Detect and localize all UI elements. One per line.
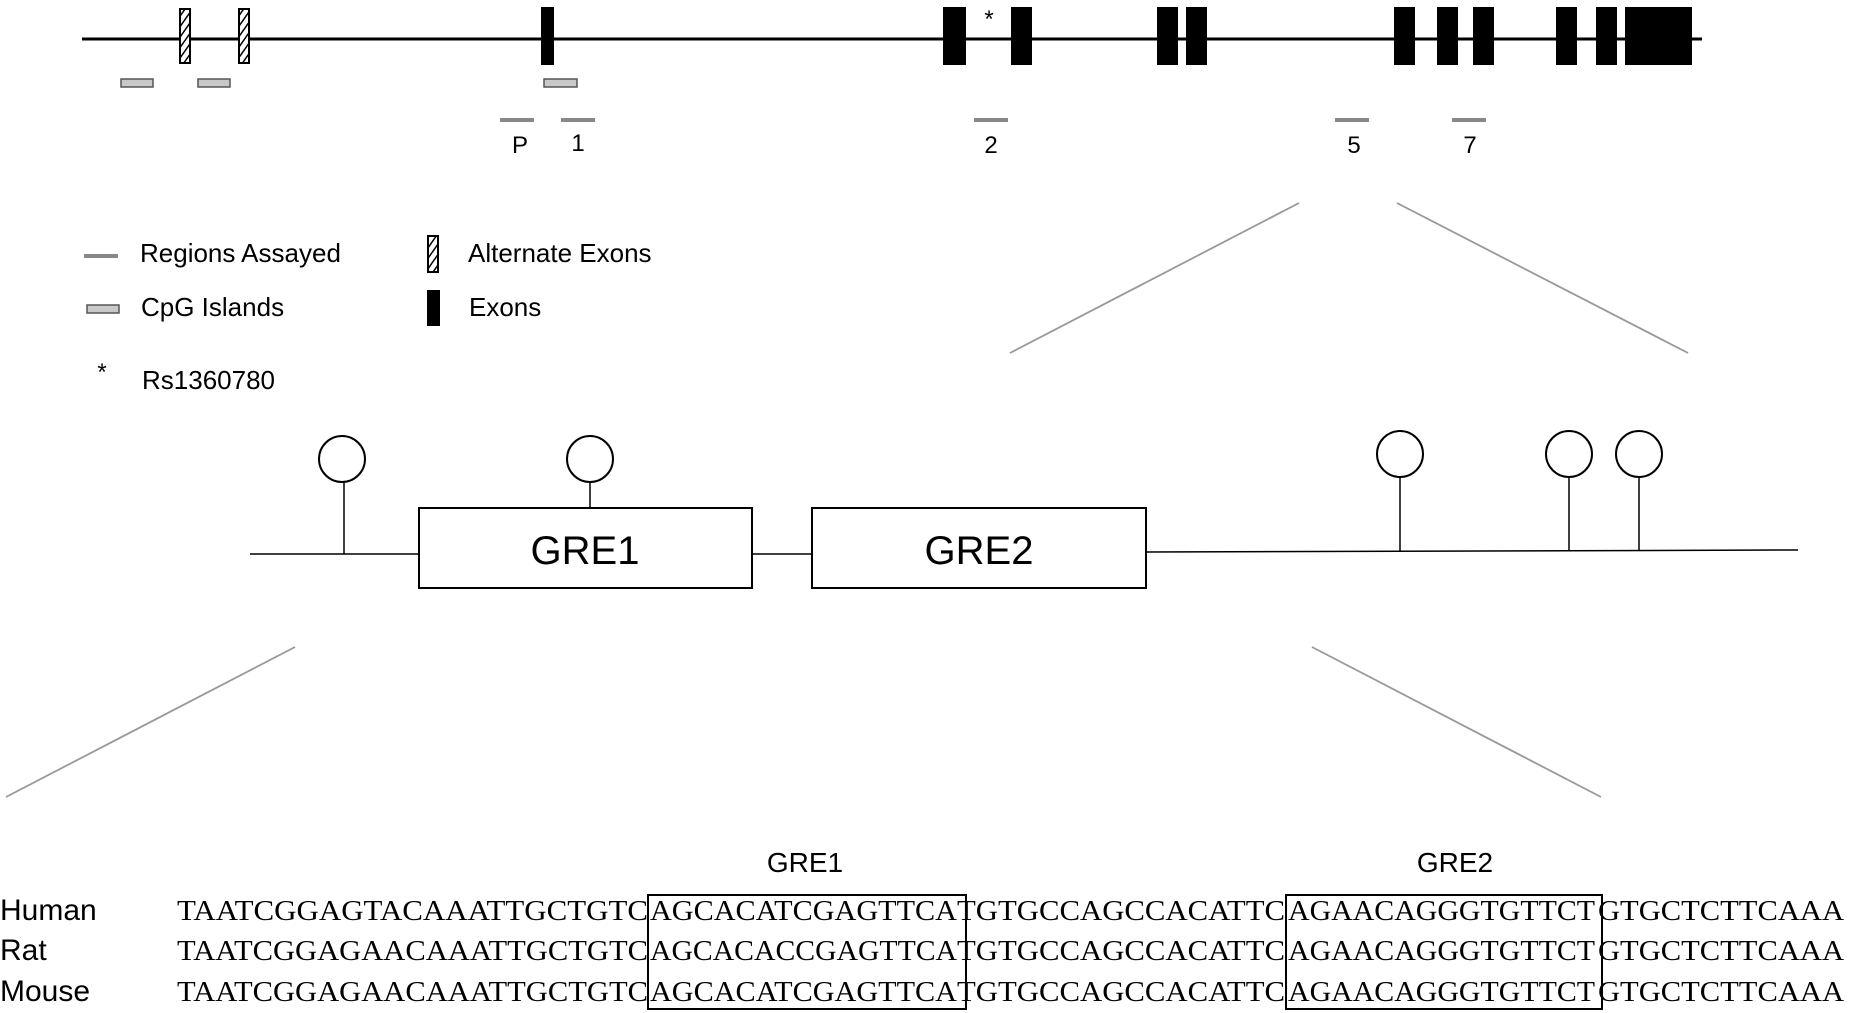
- legend-regions-assayed: Regions Assayed: [140, 238, 341, 268]
- cpg-site-circle: [1545, 430, 1593, 478]
- sequence-segment-post: GTGCTCTTCAAA: [1598, 977, 1845, 1008]
- alternate-exons-swatch: [427, 235, 439, 273]
- sequence-segment-gre2: AGAACAGGGTGTTCT: [1288, 896, 1595, 927]
- region-label: 5: [1347, 132, 1360, 159]
- exon: [1157, 7, 1178, 65]
- alternate-exon: [179, 8, 191, 64]
- exon: [1556, 7, 1577, 65]
- exons-swatch: [427, 290, 440, 326]
- exon: [1596, 7, 1617, 65]
- sequence-segment-mid: TGTGCCAGCCACATTC: [957, 977, 1285, 1008]
- gre1-box-label: GRE1: [531, 529, 640, 573]
- sequence-segment-gre2: AGAACAGGGTGTTCT: [1288, 936, 1595, 967]
- species-label: Mouse: [0, 975, 90, 1008]
- alternate-exon: [238, 8, 250, 64]
- alignment-row-mouse: Mouse TAATCGGAGAACAAATTGCTGTC AGCACATCGA…: [0, 975, 1845, 1008]
- sequence-segment-pre: TAATCGGAGAACAAATTGCTGTC: [177, 977, 648, 1008]
- region-assayed-bar: [561, 118, 595, 122]
- zoom-line: [5, 646, 296, 798]
- legend-cpg-islands: CpG Islands: [141, 292, 284, 322]
- cpg-site-circle: [1615, 430, 1663, 478]
- zoom-line: [1311, 646, 1602, 798]
- exon: [1394, 7, 1415, 65]
- gre1-alignment-box: [647, 894, 967, 1010]
- region-label: 1: [571, 130, 584, 157]
- zoom-line: [1009, 202, 1300, 354]
- legend: Regions Assayed CpG Islands * Rs1360780 …: [84, 235, 652, 395]
- region-assayed-bar: [1335, 118, 1369, 122]
- legend-alternate-exons: Alternate Exons: [468, 238, 652, 268]
- sequence-segment-post: GTGCTCTTCAAA: [1598, 936, 1845, 967]
- region-assayed-bar: [974, 118, 1008, 122]
- region-assayed-bar: [1452, 118, 1486, 122]
- snp-marker: *: [984, 6, 993, 33]
- sequence-segment-post: GTGCTCTTCAAA: [1598, 896, 1845, 927]
- region-label: P: [512, 132, 528, 159]
- species-label: Rat: [0, 934, 47, 967]
- sequence-segment-gre2: AGAACAGGGTGTTCT: [1288, 977, 1595, 1008]
- sequence-alignment: GRE1 GRE2 Human TAATCGGAGTACAAATTGCTGTC …: [0, 847, 1845, 1010]
- cpg-island: [543, 78, 578, 88]
- gre2-alignment-box: [1285, 894, 1603, 1010]
- gre2-box-label: GRE2: [925, 529, 1034, 573]
- sequence-segment-pre: TAATCGGAGAACAAATTGCTGTC: [177, 936, 648, 967]
- alignment-gre1-label: GRE1: [767, 847, 843, 878]
- exon: [943, 7, 966, 65]
- cpg-island: [197, 78, 231, 88]
- gene-map: * P 1 2 5 7: [82, 6, 1702, 159]
- alignment-row-human: Human TAATCGGAGTACAAATTGCTGTC AGCACATCGA…: [0, 894, 1845, 927]
- sequence-segment-gre1: AGCACACCGAGTTCA: [650, 936, 958, 967]
- legend-exons: Exons: [469, 292, 541, 322]
- alignment-gre2-label: GRE2: [1417, 847, 1493, 878]
- gre2-box: [811, 507, 1147, 589]
- exon: [1186, 7, 1207, 65]
- zoom-lines: [5, 202, 1689, 798]
- region-line: [1145, 549, 1799, 553]
- alignment-row-rat: Rat TAATCGGAGAACAAATTGCTGTC AGCACACCGAGT…: [0, 934, 1845, 967]
- exon: [1437, 7, 1458, 65]
- legend-snp-label: Rs1360780: [142, 365, 275, 395]
- exon: [1011, 7, 1032, 65]
- zoom-line: [1396, 202, 1689, 354]
- sequence-segment-mid: TGTGCCAGCCACATTC: [957, 896, 1285, 927]
- legend-snp-symbol: *: [97, 359, 106, 386]
- cpg-site-circle: [566, 435, 614, 483]
- region-label: 7: [1463, 132, 1476, 159]
- cpg-site-circle: [1376, 430, 1424, 478]
- gre-region-zoom: GRE1 GRE2: [250, 430, 1799, 589]
- cpg-islands-swatch: [86, 304, 120, 314]
- exon: [541, 7, 554, 65]
- sequence-segment-mid: TGTGCCAGCCACATTC: [957, 936, 1285, 967]
- sequence-segment-pre: TAATCGGAGTACAAATTGCTGTC: [177, 896, 648, 927]
- regions-assayed-swatch: [84, 254, 118, 258]
- sequence-segment-gre1: AGCACATCGAGTTCA: [650, 896, 958, 927]
- species-label: Human: [0, 894, 97, 927]
- sequence-segment-gre1: AGCACATCGAGTTCA: [650, 977, 958, 1008]
- cpg-island: [120, 78, 154, 88]
- region-label: 2: [984, 132, 997, 159]
- exon: [1473, 7, 1494, 65]
- region-assayed-bar: [500, 118, 534, 122]
- exon: [1625, 7, 1692, 65]
- gre1-box: [418, 507, 753, 589]
- cpg-site-circle: [318, 435, 366, 483]
